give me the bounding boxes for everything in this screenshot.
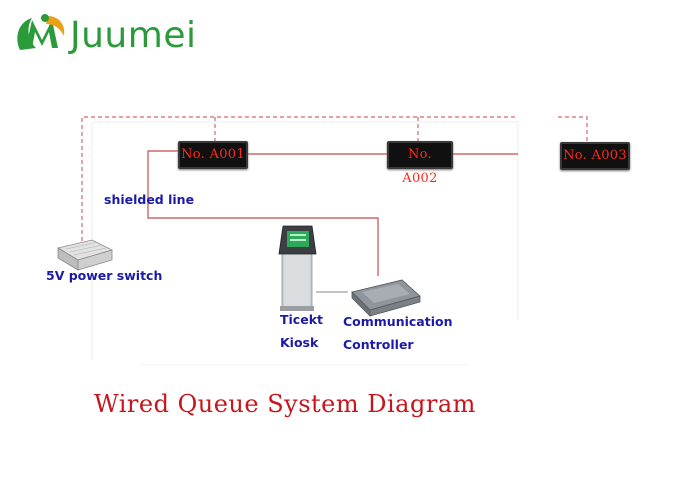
shielded-line-wire: [147, 150, 518, 276]
shielded-line-label: shielded line: [104, 192, 195, 207]
power-wire: [81, 116, 588, 248]
queue-display-a001: No. A001: [178, 141, 248, 169]
kiosk-label-line2: Kiosk: [280, 335, 319, 350]
power-switch-label: 5V power switch: [46, 268, 163, 283]
power-supply-icon: [56, 239, 114, 271]
brand-name: Juumei: [70, 15, 197, 56]
queue-display-a003: No. A003: [560, 142, 630, 170]
ticket-kiosk-icon: [278, 225, 317, 311]
controller-label-line2: Controller: [343, 337, 414, 352]
kiosk-label-line1: Ticekt: [280, 312, 323, 327]
communication-controller-icon: [351, 279, 421, 317]
controller-label-line1: Communication: [343, 314, 453, 329]
queue-display-a002: No. A002: [387, 141, 453, 186]
diagram-title: Wired Queue System Diagram: [94, 390, 476, 418]
juumei-logo-icon: [17, 14, 65, 50]
